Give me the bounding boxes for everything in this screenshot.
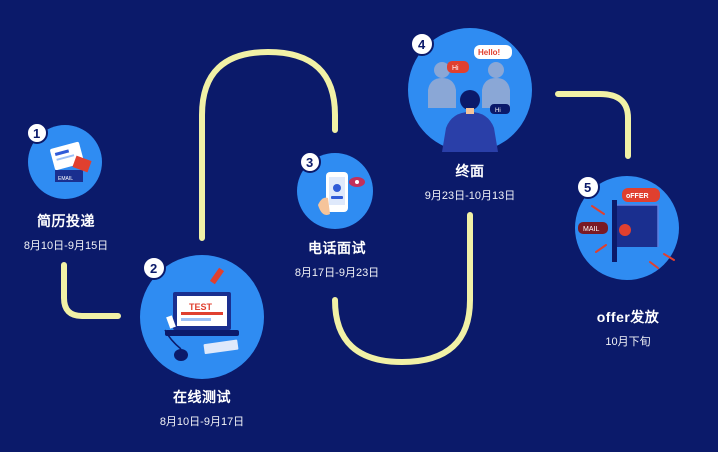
step-1-badge: 1 xyxy=(27,123,47,143)
step-3-label: 电话面试 8月17日-9月23日 xyxy=(295,238,379,280)
step-5-date: 10月下旬 xyxy=(597,333,660,349)
step-5-number: 5 xyxy=(584,180,591,195)
bubble-hi-2-text: Hi xyxy=(495,108,501,114)
step-2-title: 在线测试 xyxy=(160,387,244,407)
step-2-label: 在线测试 8月10日-9月17日 xyxy=(160,387,244,429)
step-5-label: offer发放 10月下旬 xyxy=(597,307,660,349)
step-4-badge: 4 xyxy=(411,33,433,55)
step-1-number: 1 xyxy=(33,126,40,141)
step-5-badge: 5 xyxy=(577,176,599,198)
path-segment-4-5 xyxy=(558,94,628,156)
email-tag-text: EMAIL xyxy=(58,176,73,182)
step-4-label: 终面 9月23日-10月13日 xyxy=(425,161,516,203)
step-3-date: 8月17日-9月23日 xyxy=(295,264,379,280)
step-3-number: 3 xyxy=(306,155,313,170)
step-4-number: 4 xyxy=(418,37,426,52)
step-4-illustration: Hi Hello! Hi 4 xyxy=(408,28,532,152)
bubble-hi-1-text: Hi xyxy=(452,65,459,72)
step-3-illustration: 3 xyxy=(297,152,373,229)
step-5-title: offer发放 xyxy=(597,307,660,327)
test-screen-text: TEST xyxy=(189,302,213,312)
step-5-illustration: oFFER MAIL 5 xyxy=(575,176,679,280)
bubble-hello-text: Hello! xyxy=(478,48,500,57)
step-1-title: 简历投递 xyxy=(24,211,108,231)
step-4-date: 9月23日-10月13日 xyxy=(425,187,516,203)
step-2-number: 2 xyxy=(150,261,157,276)
step-1-date: 8月10日-9月15日 xyxy=(24,237,108,253)
step-2-illustration: TEST 2 xyxy=(140,255,264,379)
offer-tag-text: oFFER xyxy=(626,193,649,200)
step-2-badge: 2 xyxy=(143,257,165,279)
step-2-date: 8月10日-9月17日 xyxy=(160,413,244,429)
step-3-title: 电话面试 xyxy=(295,238,379,258)
step-1-label: 简历投递 8月10日-9月15日 xyxy=(24,211,108,253)
step-3-badge: 3 xyxy=(300,152,320,172)
path-segment-1-2 xyxy=(64,265,118,316)
step-1-illustration: EMAIL 1 xyxy=(27,123,102,199)
step-4-title: 终面 xyxy=(425,161,516,181)
mail-tag-text: MAIL xyxy=(583,226,599,233)
